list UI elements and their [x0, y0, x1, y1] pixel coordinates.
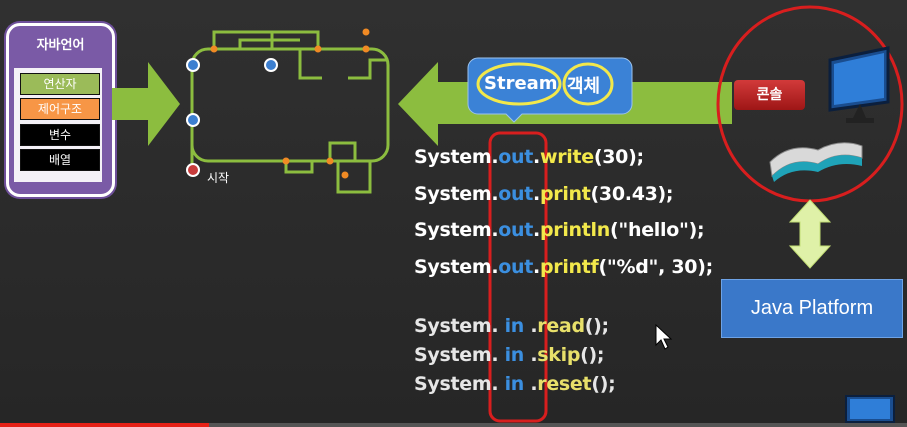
- monitor-icon: [828, 46, 890, 123]
- keyboard-icon: [769, 142, 863, 182]
- code-method: read: [537, 315, 585, 337]
- flow-start-node: [186, 163, 200, 177]
- code-line-in-skip: System. in .skip();: [414, 344, 605, 366]
- flow-orange-dots: [210, 28, 370, 179]
- code-method: println: [539, 219, 610, 241]
- code-args: ("hello");: [610, 219, 705, 241]
- code-prefix: System.: [414, 183, 499, 205]
- code-object: in: [504, 315, 525, 337]
- code-args: (30);: [593, 146, 644, 168]
- stream-bubble-shape: [467, 57, 633, 123]
- code-dot: .: [533, 219, 540, 241]
- language-item-variables: 변수: [20, 124, 100, 146]
- cursor-icon: [655, 323, 673, 350]
- out-in-highlight-box: [488, 131, 548, 423]
- language-items-panel: 연산자 제어구조 변수 배열: [14, 68, 102, 182]
- flow-node-3: [186, 113, 200, 127]
- code-dot: .: [533, 146, 540, 168]
- code-object: out: [498, 146, 534, 168]
- code-dot: .: [533, 183, 540, 205]
- code-line-in-read: System. in .read();: [414, 315, 609, 337]
- object-highlight-ring: [562, 62, 614, 106]
- language-item-arrays: 배열: [20, 149, 100, 171]
- arrow-right-icon: [112, 62, 180, 146]
- stream-highlight-ring: [476, 62, 562, 106]
- code-line-in-reset: System. in .reset();: [414, 373, 616, 395]
- code-line-out-println: System.out.println("hello");: [414, 219, 705, 241]
- code-args: (30.43);: [590, 183, 674, 205]
- double-arrow-icon: [788, 199, 832, 269]
- code-line-out-write: System.out.write(30);: [414, 146, 644, 168]
- start-label: 시작: [207, 171, 230, 185]
- code-object: out: [498, 256, 534, 278]
- language-item-operators: 연산자: [20, 73, 100, 95]
- code-dot: .: [524, 344, 538, 366]
- code-object: in: [504, 373, 525, 395]
- code-method: printf: [539, 256, 599, 278]
- code-prefix: System.: [414, 256, 499, 278]
- code-args: ();: [591, 373, 616, 395]
- code-prefix: System.: [414, 146, 499, 168]
- code-prefix: System.: [414, 219, 499, 241]
- java-language-box: 자바언어 연산자 제어구조 변수 배열: [6, 23, 115, 197]
- code-method: print: [539, 183, 591, 205]
- code-prefix: System.: [414, 373, 505, 395]
- code-dot: .: [524, 373, 538, 395]
- code-method: write: [539, 146, 594, 168]
- video-progress-fill: [0, 423, 209, 427]
- object-word: 객체: [567, 76, 601, 97]
- stream-word: Stream: [484, 73, 558, 94]
- code-method: reset: [537, 373, 592, 395]
- code-object: out: [498, 183, 534, 205]
- code-args: ();: [580, 344, 605, 366]
- code-dot: .: [533, 256, 540, 278]
- code-object: in: [504, 344, 525, 366]
- video-progress-bar[interactable]: [0, 423, 907, 427]
- code-prefix: System.: [414, 344, 505, 366]
- code-args: ("%d", 30);: [598, 256, 714, 278]
- code-line-out-printf: System.out.printf("%d", 30);: [414, 256, 713, 278]
- flow-node-2: [264, 58, 278, 72]
- console-label-box: 콘솔: [734, 80, 805, 110]
- code-dot: .: [524, 315, 538, 337]
- flow-chart: [190, 30, 390, 194]
- code-args: ();: [584, 315, 609, 337]
- language-item-control-structure: 제어구조: [20, 98, 100, 120]
- thumbnail-monitor-icon: [845, 395, 895, 423]
- code-method: skip: [537, 344, 581, 366]
- code-prefix: System.: [414, 315, 505, 337]
- code-object: out: [498, 219, 534, 241]
- java-platform-box: Java Platform: [721, 279, 903, 338]
- java-language-title: 자바언어: [36, 38, 85, 53]
- flow-node-1: [186, 58, 200, 72]
- code-line-out-print: System.out.print(30.43);: [414, 183, 674, 205]
